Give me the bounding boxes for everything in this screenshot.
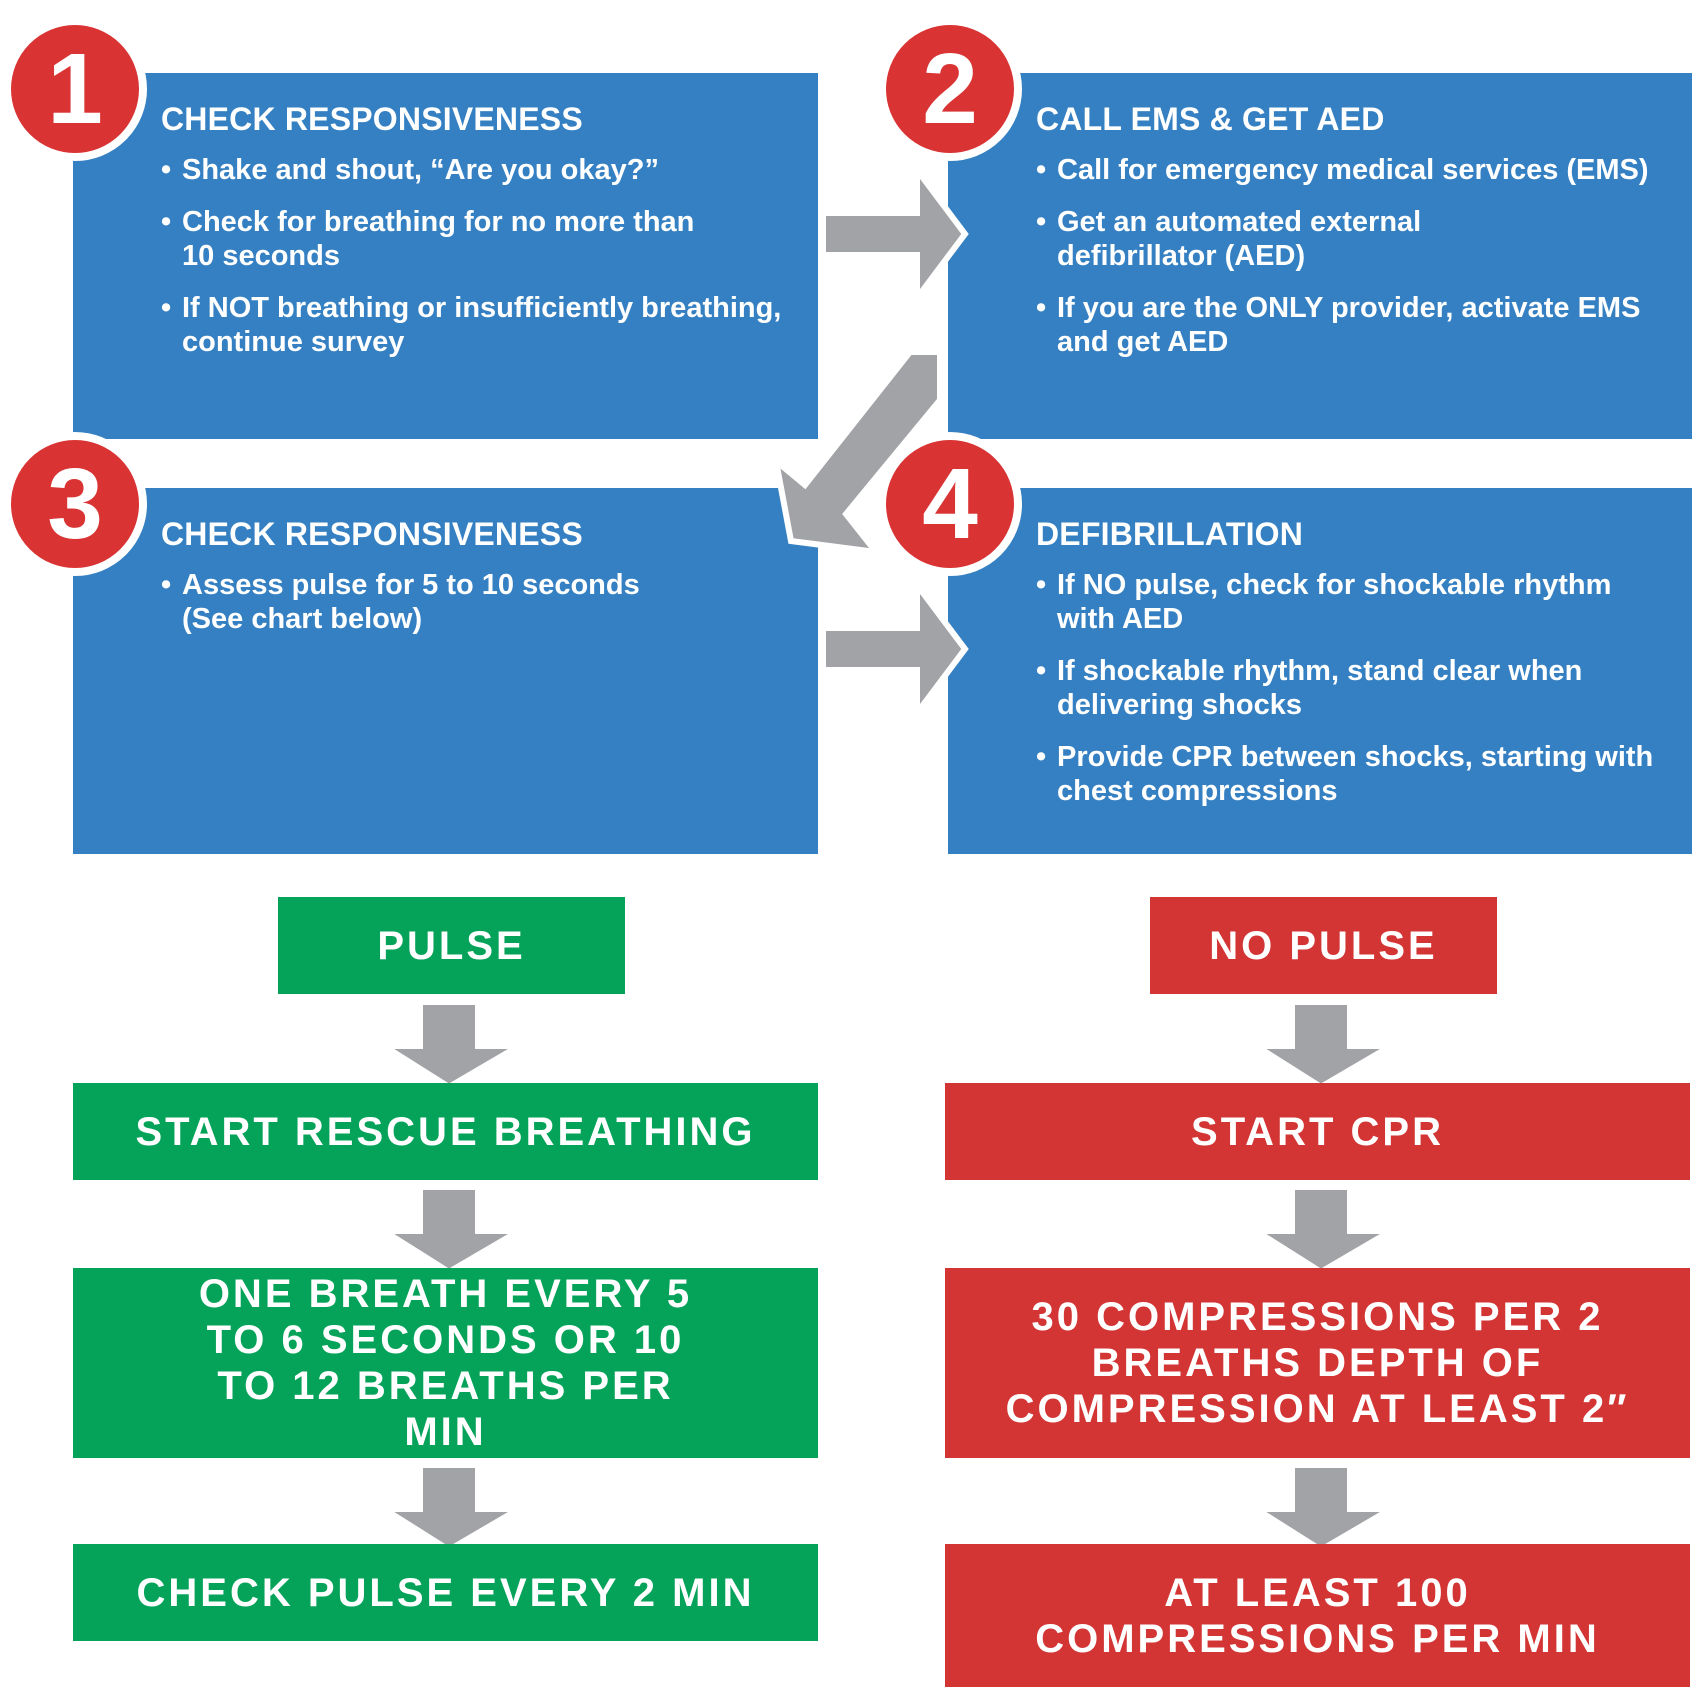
bullet-item: Assess pulse for 5 to 10 seconds (See ch… xyxy=(161,568,662,636)
bullet-item: If NO pulse, check for shockable rhythm … xyxy=(1036,568,1647,636)
bullet-item: Shake and shout, “Are you okay?” xyxy=(161,153,722,187)
step-3-box: CHECK RESPONSIVENESS Assess pulse for 5 … xyxy=(73,488,818,854)
arrow-down-icon xyxy=(1245,1184,1403,1276)
step-1-bullets: Shake and shout, “Are you okay?” Check f… xyxy=(161,153,798,377)
bullet-item: If shockable rhythm, stand clear when de… xyxy=(1036,654,1617,722)
pulse-step-1: START RESCUE BREATHING xyxy=(73,1083,818,1180)
arrow-diagonal-down-left-icon xyxy=(771,349,943,556)
bullet-item: Provide CPR between shocks, starting wit… xyxy=(1036,740,1697,808)
step-4-box: DEFIBRILLATION If NO pulse, check for sh… xyxy=(948,488,1692,854)
arrow-down-icon xyxy=(373,999,531,1091)
bullet-item: If you are the ONLY provider, activate E… xyxy=(1036,291,1697,359)
step-3-number-badge: 3 xyxy=(3,432,147,576)
arrow-down-icon xyxy=(1245,999,1403,1091)
bullet-item: Call for emergency medical services (EMS… xyxy=(1036,153,1697,187)
no-pulse-step-3: AT LEAST 100 COMPRESSIONS PER MIN xyxy=(945,1544,1690,1687)
no-pulse-header: NO PULSE xyxy=(1150,897,1497,994)
bullet-item: If NOT breathing or insufficiently breat… xyxy=(161,291,822,359)
no-pulse-step-1: START CPR xyxy=(945,1083,1690,1180)
arrow-right-icon xyxy=(820,576,969,722)
arrow-down-icon xyxy=(373,1462,531,1554)
no-pulse-step-2: 30 COMPRESSIONS PER 2 BREATHS DEPTH OF C… xyxy=(945,1268,1690,1458)
step-3-title: CHECK RESPONSIVENESS xyxy=(161,516,583,552)
step-1-title: CHECK RESPONSIVENESS xyxy=(161,101,583,137)
step-2-title: CALL EMS & GET AED xyxy=(1036,101,1385,137)
step-3-bullets: Assess pulse for 5 to 10 seconds (See ch… xyxy=(161,568,798,654)
step-1-box: CHECK RESPONSIVENESS Shake and shout, “A… xyxy=(73,73,818,439)
arrow-down-icon xyxy=(1245,1462,1403,1554)
pulse-header: PULSE xyxy=(278,897,625,994)
step-4-number-badge: 4 xyxy=(878,432,1022,576)
arrow-right-icon xyxy=(820,161,969,307)
step-4-title: DEFIBRILLATION xyxy=(1036,516,1304,552)
pulse-step-2: ONE BREATH EVERY 5 TO 6 SECONDS OR 10 TO… xyxy=(73,1268,818,1458)
step-2-box: CALL EMS & GET AED Call for emergency me… xyxy=(948,73,1692,439)
bullet-item: Check for breathing for no more than 10 … xyxy=(161,205,722,273)
bullet-item: Get an automated external defibrillator … xyxy=(1036,205,1477,273)
arrow-down-icon xyxy=(373,1184,531,1276)
pulse-step-3: CHECK PULSE EVERY 2 MIN xyxy=(73,1544,818,1641)
step-2-bullets: Call for emergency medical services (EMS… xyxy=(1036,153,1672,377)
step-4-bullets: If NO pulse, check for shockable rhythm … xyxy=(1036,568,1672,826)
step-1-number-badge: 1 xyxy=(3,17,147,161)
step-2-number-badge: 2 xyxy=(878,17,1022,161)
